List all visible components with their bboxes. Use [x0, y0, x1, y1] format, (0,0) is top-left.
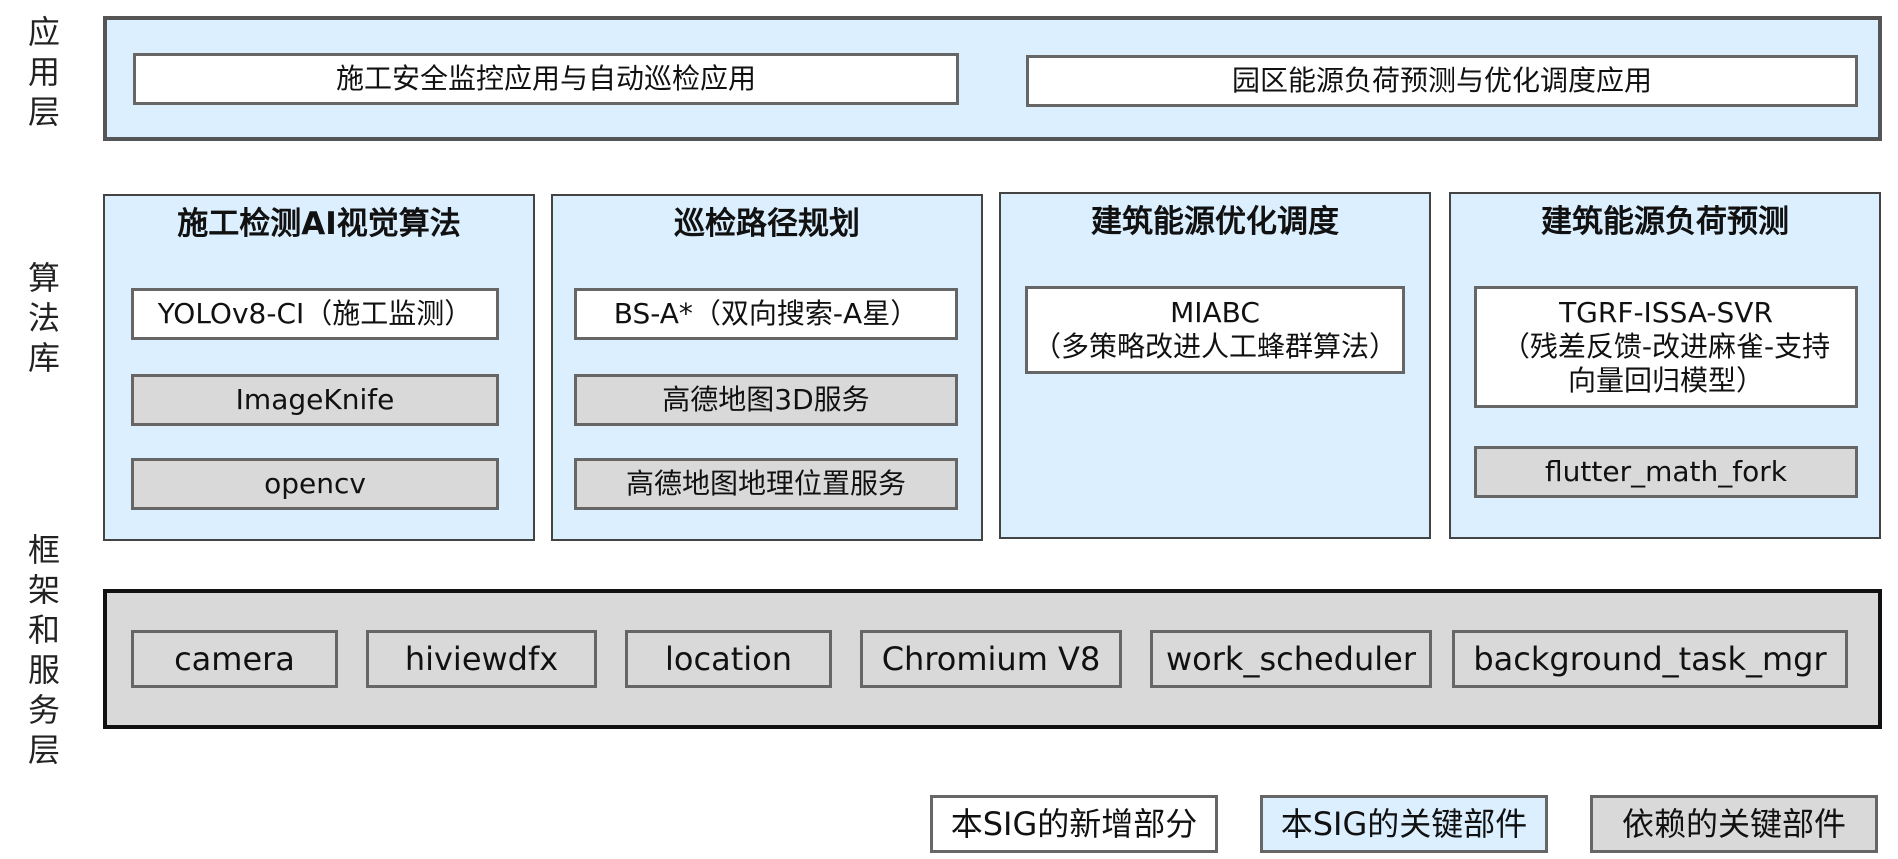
app-construction-safety: 施工安全监控应用与自动巡检应用	[133, 53, 959, 105]
algo-yolov8-ci: YOLOv8-CI（施工监测）	[131, 288, 499, 340]
panel-title: 巡检路径规划	[674, 206, 860, 242]
legend-dependency: 依赖的关键部件	[1590, 795, 1878, 853]
framework-work-scheduler: work_scheduler	[1150, 630, 1432, 688]
legend-new-part: 本SIG的新增部分	[930, 795, 1218, 853]
framework-chromium-v8: Chromium V8	[860, 630, 1122, 688]
algorithm-layer-label: 算 法 库	[27, 259, 60, 377]
algo-amap-location: 高德地图地理位置服务	[574, 458, 958, 510]
algo-amap-3d: 高德地图3D服务	[574, 374, 958, 426]
app-layer-label: 应 用 层	[27, 13, 60, 131]
algo-opencv: opencv	[131, 458, 499, 510]
legend-key-component: 本SIG的关键部件	[1260, 795, 1548, 853]
algo-bs-astar: BS-A*（双向搜索-A星）	[574, 288, 958, 340]
algo-tgrf-issa-svr: TGRF-ISSA-SVR （残差反馈-改进麻雀-支持 向量回归模型）	[1474, 286, 1858, 408]
algo-imageknife: ImageKnife	[131, 374, 499, 426]
framework-camera: camera	[131, 630, 338, 688]
panel-title: 建筑能源优化调度	[1091, 204, 1339, 240]
panel-title: 建筑能源负荷预测	[1541, 204, 1789, 240]
panel-title: 施工检测AI视觉算法	[177, 206, 461, 242]
framework-layer-label: 框 架 和 服 务 层	[27, 531, 60, 769]
framework-background-task-mgr: background_task_mgr	[1452, 630, 1848, 688]
algo-miabc: MIABC （多策略改进人工蜂群算法）	[1025, 286, 1405, 374]
framework-hiviewdfx: hiviewdfx	[366, 630, 597, 688]
app-energy-load: 园区能源负荷预测与优化调度应用	[1026, 55, 1858, 107]
algo-flutter-math-fork: flutter_math_fork	[1474, 446, 1858, 498]
framework-location: location	[625, 630, 832, 688]
